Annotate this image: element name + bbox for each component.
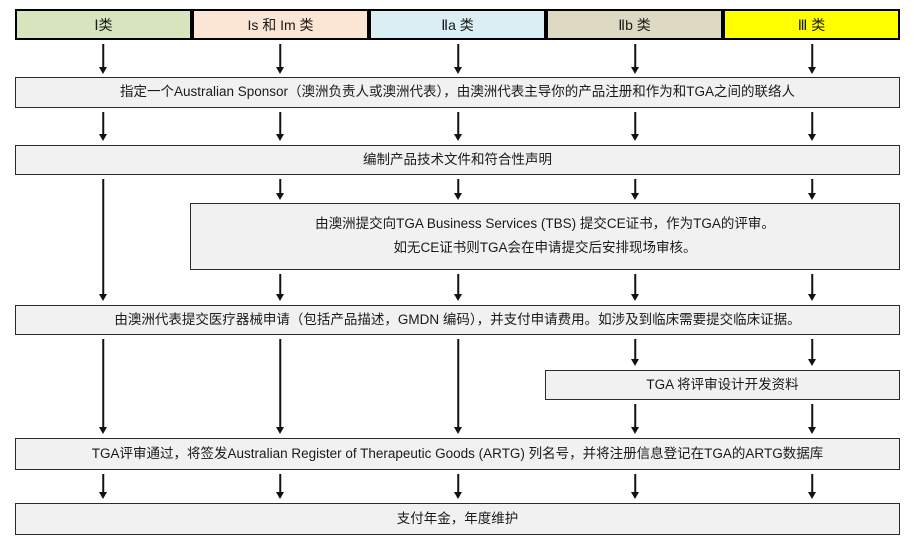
header-class-iib: Ⅱb 类 <box>546 9 723 40</box>
flow-arrow <box>275 179 285 200</box>
flow-arrow <box>275 474 285 499</box>
header-class-is-im: Is 和 Im 类 <box>192 9 369 40</box>
header-class-i: Ⅰ类 <box>15 9 192 40</box>
flow-arrow <box>275 44 285 74</box>
flow-arrow <box>807 274 817 301</box>
flow-arrow <box>98 112 108 141</box>
flow-arrow <box>453 339 463 434</box>
flow-arrow <box>630 112 640 141</box>
tbs-ce-line1: 由澳洲提交向TGA Business Services (TBS) 提交CE证书… <box>315 216 775 232</box>
step-sponsor-box: 指定一个Australian Sponsor（澳洲负责人或澳洲代表），由澳洲代表… <box>15 77 900 108</box>
step-annual-fee-box: 支付年金，年度维护 <box>15 503 900 535</box>
step-application-box: 由澳洲代表提交医疗器械申请（包括产品描述，GMDN 编码），并支付申请费用。如涉… <box>15 305 900 335</box>
flow-arrow <box>807 474 817 499</box>
flow-arrow <box>98 474 108 499</box>
flow-arrow <box>630 474 640 499</box>
flow-arrow <box>453 474 463 499</box>
flow-arrow <box>275 112 285 141</box>
flow-arrow <box>275 339 285 434</box>
step-artg-listing-box: TGA评审通过，将签发Australian Register of Therap… <box>15 438 900 470</box>
flow-arrow <box>807 44 817 74</box>
flow-arrow <box>807 179 817 200</box>
flow-arrow <box>630 179 640 200</box>
step-design-review-box: TGA 将评审设计开发资料 <box>545 370 900 400</box>
flow-arrow <box>807 112 817 141</box>
flow-arrow <box>630 44 640 74</box>
flow-arrow-class-i-bypass <box>98 179 108 301</box>
flow-arrow <box>453 112 463 141</box>
flow-arrow <box>630 274 640 301</box>
step-technical-file-box: 编制产品技术文件和符合性声明 <box>15 145 900 175</box>
step-tbs-ce-box: 由澳洲提交向TGA Business Services (TBS) 提交CE证书… <box>190 203 900 270</box>
flow-arrow <box>453 274 463 301</box>
flow-arrow <box>453 179 463 200</box>
flow-arrow <box>98 44 108 74</box>
header-class-iia: Ⅱa 类 <box>369 9 546 40</box>
flow-arrow <box>98 339 108 434</box>
flow-arrow <box>807 339 817 366</box>
flow-arrow <box>453 44 463 74</box>
tbs-ce-line2: 如无CE证书则TGA会在申请提交后安排现场审核。 <box>393 239 697 255</box>
flow-arrow <box>630 404 640 434</box>
header-class-iii: Ⅲ 类 <box>723 9 900 40</box>
flow-arrow <box>275 274 285 301</box>
flow-arrow <box>807 404 817 434</box>
flow-arrow <box>630 339 640 366</box>
